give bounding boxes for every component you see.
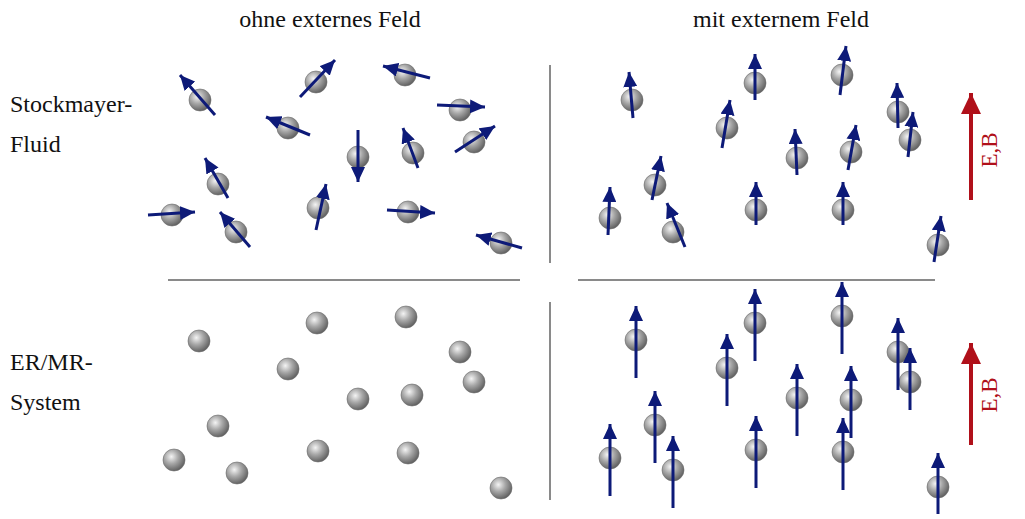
- column-heading: mit externem Feld: [693, 6, 869, 33]
- particle: [463, 371, 485, 393]
- particle: [226, 462, 248, 484]
- divider: [168, 279, 520, 281]
- dipole-arrow: [437, 105, 485, 107]
- dipole-arrow: [300, 60, 335, 97]
- dipole-arrow: [148, 212, 195, 215]
- particle: [163, 449, 185, 471]
- dipole-arrow: [754, 54, 757, 100]
- dipole-arrow: [180, 75, 215, 115]
- dipole-arrow: [937, 453, 940, 514]
- particle: [449, 341, 471, 363]
- particle: [401, 384, 423, 406]
- particle: [188, 330, 210, 352]
- dipole-arrow: [897, 318, 900, 390]
- dipole-arrow: [850, 366, 853, 438]
- particle: [397, 442, 419, 464]
- dipole-arrow: [357, 130, 360, 182]
- divider-lines: [168, 65, 935, 500]
- stockmayer-with-field: [599, 46, 949, 262]
- dipole-arrow: [842, 418, 845, 490]
- ermr-no-field: [163, 306, 512, 499]
- dipole-arrow: [897, 83, 898, 128]
- particle: [277, 358, 299, 380]
- stockmayer-no-field: [148, 60, 522, 254]
- row-label: ER/MR- System: [10, 342, 150, 422]
- dipole-arrow: [754, 289, 757, 361]
- dipole-arrow: [755, 416, 758, 488]
- field-arrow: [969, 343, 973, 445]
- ermr-with-field: [599, 282, 949, 514]
- divider: [578, 279, 935, 281]
- dipole-arrow: [220, 212, 250, 247]
- dipole-arrow: [908, 112, 913, 157]
- dipole-arrow: [726, 334, 729, 406]
- dipole-arrow: [795, 129, 797, 175]
- dipole-arrow: [652, 156, 661, 200]
- dipole-arrow: [654, 391, 657, 463]
- dipole-arrow: [608, 187, 610, 235]
- dipole-arrow: [841, 282, 844, 354]
- dipole-arrow: [205, 158, 228, 198]
- dipole-arrow: [609, 424, 612, 496]
- dipole-arrow: [635, 306, 638, 378]
- dipole-arrow: [667, 203, 685, 247]
- particle: [490, 477, 512, 499]
- row-label: Stockmayer- Fluid: [10, 84, 150, 164]
- dipole-arrow: [722, 100, 730, 148]
- dipole-arrow: [672, 436, 675, 508]
- particle: [207, 415, 229, 437]
- dipole-arrow: [455, 126, 495, 152]
- particle: [395, 306, 417, 328]
- particle: [347, 388, 369, 410]
- dipole-arrow: [387, 210, 435, 213]
- field-label: E,B: [977, 132, 1003, 167]
- particle: [307, 440, 329, 462]
- field-label: E,B: [977, 377, 1003, 412]
- field-arrow: [969, 93, 973, 200]
- divider: [549, 65, 551, 263]
- dipole-arrow: [316, 184, 326, 230]
- column-heading: ohne externes Feld: [239, 6, 420, 33]
- dipole-arrow: [796, 364, 799, 436]
- dipole-arrow: [266, 117, 310, 135]
- dipole-arrow: [842, 182, 845, 225]
- dipole-arrow: [629, 72, 633, 118]
- dipole-arrow: [848, 125, 856, 170]
- divider: [549, 302, 551, 500]
- dipole-arrow: [383, 66, 430, 78]
- dipole-arrow: [909, 348, 912, 410]
- dipole-arrow: [934, 216, 941, 262]
- dipole-arrow: [403, 128, 418, 168]
- particle: [306, 312, 328, 334]
- dipole-arrow: [755, 182, 758, 225]
- dipole-arrow: [840, 46, 846, 95]
- particle: [449, 99, 471, 121]
- dipole-arrow: [476, 235, 522, 248]
